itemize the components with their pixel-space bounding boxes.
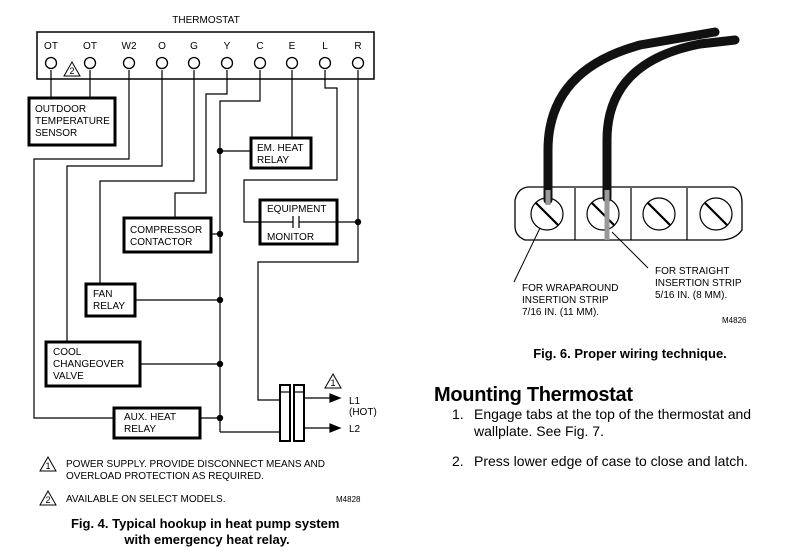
l1-label: L1 [349,396,361,407]
terminal-label-3: O [158,41,166,52]
compressor-contactor-box: COMPRESSOR CONTACTOR [122,216,213,254]
terminal-screw-8 [318,56,332,70]
terminal-screw-0 [44,56,58,70]
terminal-screw-1 [83,56,97,70]
aux-heat-relay-line-2: RELAY [124,424,156,435]
terminal-screw-7 [285,56,299,70]
em-heat-relay-box: EM. HEAT RELAY [249,136,313,170]
terminal-label-1: OT [83,41,97,52]
note1-marker: 1 [45,461,50,471]
terminal-label-0: OT [44,41,58,52]
fig6-left-line-1: FOR WRAPAROUND [522,283,618,294]
thermostat-terminal-block [36,31,375,80]
terminal-label-6: C [256,41,263,52]
cable-right [602,35,740,203]
note2-marker: 2 [45,495,50,505]
fig6-right-line-1: FOR STRAIGHT [655,266,729,277]
em-heat-relay-line-2: RELAY [257,155,289,166]
fig4-code: M4828 [336,495,361,504]
equipment-monitor-box: EQUIPMENT MONITOR [258,198,339,246]
step-number: 2. [452,453,464,469]
terminal-screw-4 [187,56,201,70]
svg-text:COMPRESSOR CONTACTOR: COMPRESSOR CONTACTOR [130,225,205,248]
cool-changeover-line-2: CHANGEOVER [53,359,124,370]
mounting-step-1: 1. Engage tabs at the top of the thermos… [452,406,802,440]
equipment-monitor-bottom: MONITOR [267,232,314,243]
aux-heat-relay-box: AUX. HEAT RELAY [112,406,202,440]
cool-changeover-line-1: COOL [53,347,82,358]
fig6-wiring-technique: FOR WRAPAROUND INSERTION STRIP 7/16 IN. … [513,27,747,361]
step-text: Engage tabs at the top of the thermostat… [474,406,752,439]
note2-line-1: AVAILABLE ON SELECT MODELS. [66,494,226,505]
terminal-label-5: Y [224,41,231,52]
terminal-screw-2 [122,56,136,70]
models-marker-text: 2 [69,66,74,76]
mounting-steps: 1. Engage tabs at the top of the thermos… [452,406,802,483]
power-marker-text: 1 [330,378,335,388]
terminal-strip-body [514,186,743,241]
svg-text:FOR WRAPAROUND INSERTION: FOR WRAPAROUND INSERTION STRIP 7/16 IN. … [522,283,621,318]
fan-relay-line-1: FAN [93,289,112,300]
cable-left [543,27,720,205]
fan-relay-line-2: RELAY [93,301,125,312]
cool-changeover-valve-box: COOL CHANGEOVER VALVE [44,340,142,388]
outdoor-temperature-sensor-box: OUTDOOR TEMPERATURE SENSOR [27,96,117,147]
svg-text:FOR STRAIGHT INSERTION S: FOR STRAIGHT INSERTION STRIP 5/16 IN. (8… [655,266,744,301]
svg-text:EM. HEAT RELAY: EM. HEAT RELAY [257,143,306,166]
equipment-monitor-top: EQUIPMENT [267,204,326,215]
terminal-label-7: E [289,41,296,52]
hot-label: (HOT) [349,407,377,418]
terminal-label-9: R [354,41,361,52]
l2-label: L2 [349,424,361,435]
fig4-caption-line-1: Fig. 4. Typical hookup in heat pump syst… [71,516,339,531]
terminal-row: OT OT W2 O G Y C E L R [44,41,365,70]
compressor-line-1: COMPRESSOR [130,225,202,236]
models-marker-triangle: 2 [63,60,81,77]
terminal-label-4: G [190,41,198,52]
fig6-right-line-2: INSERTION STRIP [655,278,742,289]
outdoor-sensor-line-2: TEMPERATURE [35,116,110,127]
fan-relay-box: FAN RELAY [84,282,137,318]
power-transformer-symbol: 1 L1 (HOT) L2 [279,372,377,442]
compressor-line-2: CONTACTOR [130,237,192,248]
mounting-step-2: 2. Press lower edge of case to close and… [452,453,802,470]
fig4-wiring-diagram: THERMOSTAT OT OT W2 O G Y C E L R 2 [27,15,377,547]
svg-text:FAN RELAY: FAN RELAY [93,289,125,312]
fig6-caption: Fig. 6. Proper wiring technique. [533,346,727,361]
terminal-label-8: L [322,41,328,52]
fig6-left-line-2: INSERTION STRIP [522,295,609,306]
note-power-supply: 1 POWER SUPPLY. PROVIDE DISCONNECT MEANS… [39,455,328,482]
svg-text:COOL CHANGEOVER: COOL CHANGEOVER VALVE [53,347,127,382]
terminal-screw-3 [155,56,169,70]
svg-text:AUX. HEAT RELAY: AUX. HEAT RELAY [124,412,179,435]
thermostat-label: THERMOSTAT [172,15,239,26]
note1-line-2: OVERLOAD PROTECTION AS REQUIRED. [66,471,264,482]
fig6-code: M4826 [722,316,747,325]
aux-heat-relay-line-1: AUX. HEAT [124,412,176,423]
step-text: Press lower edge of case to close and la… [474,453,748,469]
note-select-models: 2 AVAILABLE ON SELECT MODELS. [39,489,226,506]
step-number: 1. [452,406,464,422]
note1-line-1: POWER SUPPLY. PROVIDE DISCONNECT MEANS A… [66,459,325,470]
svg-text:Fig. 4. Typical hookup in heat: Fig. 4. Typical hookup in heat pump syst… [71,516,343,547]
svg-text:POWER SUPPLY. PROVIDE DISCONN: POWER SUPPLY. PROVIDE DISCONNECT MEANS A… [66,459,328,482]
fig4-caption-line-2: with emergency heat relay. [123,532,289,547]
terminal-screw-5 [220,56,234,70]
mounting-heading: Mounting Thermostat [434,384,633,406]
outdoor-sensor-line-1: OUTDOOR [35,104,86,115]
svg-text:OUTDOOR TEMPERATURE: OUTDOOR TEMPERATURE SENSOR [35,104,113,139]
fig6-left-line-3: 7/16 IN. (11 MM). [522,307,599,318]
cool-changeover-line-3: VALVE [53,371,84,382]
fig6-right-line-3: 5/16 IN. (8 MM). [655,290,727,301]
terminal-label-2: W2 [122,41,137,52]
terminal-screw-6 [253,56,267,70]
terminal-screw-9 [351,56,365,70]
em-heat-relay-line-1: EM. HEAT [257,143,303,154]
outdoor-sensor-line-3: SENSOR [35,128,77,139]
